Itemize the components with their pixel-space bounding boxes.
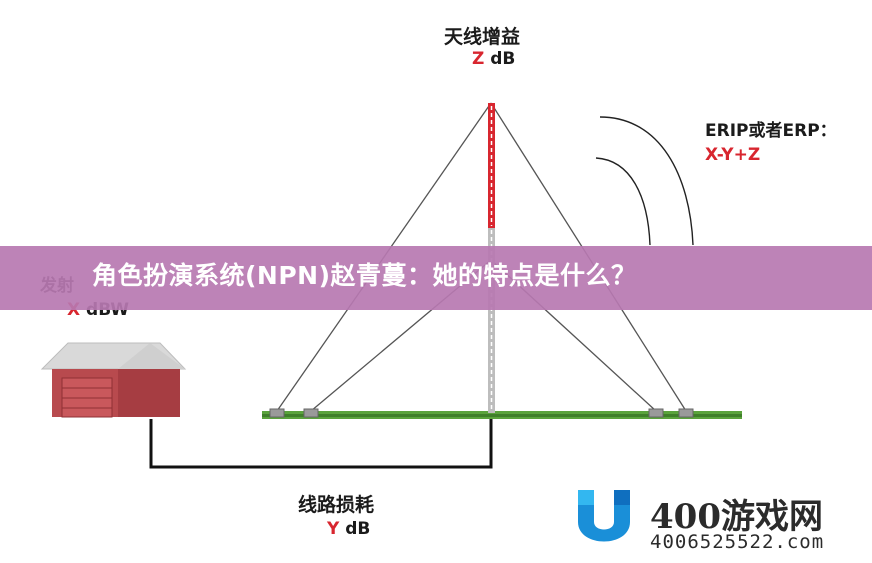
mast-tower-section [488,228,495,413]
line-loss-var: Y [327,519,340,539]
wave-arc-inner [595,157,651,246]
watermark-name: 400游戏网 [650,497,823,537]
banner-title: 角色扮演系统(NPN)赵青蔓：她的特点是什么？ [92,261,637,290]
transmitter-house [40,342,187,418]
anchor-1 [269,408,285,418]
erp-formula: X-Y+Z [705,145,761,165]
ground-grass-shadow [262,414,742,417]
anchor-2 [303,408,319,418]
title-banner [0,246,872,310]
erp-title: ERIP或者ERP： [705,121,837,141]
anchor-4 [678,408,694,418]
watermark-url: 4006525522.com [650,531,825,553]
line-loss-value: Y dB [327,519,370,539]
transmission-line [149,419,493,469]
line-loss-unit: dB [339,519,371,539]
anchor-3 [648,408,664,418]
watermark-logo-icon [578,490,630,542]
antenna-gain-var: Z [472,49,485,69]
antenna-gain-value: Z dB [472,49,515,69]
line-loss-title: 线路损耗 [298,494,375,516]
antenna-gain-unit: dB [484,49,516,69]
wave-arc-outer [599,116,694,246]
antenna-gain-title: 天线增益 [444,26,521,48]
